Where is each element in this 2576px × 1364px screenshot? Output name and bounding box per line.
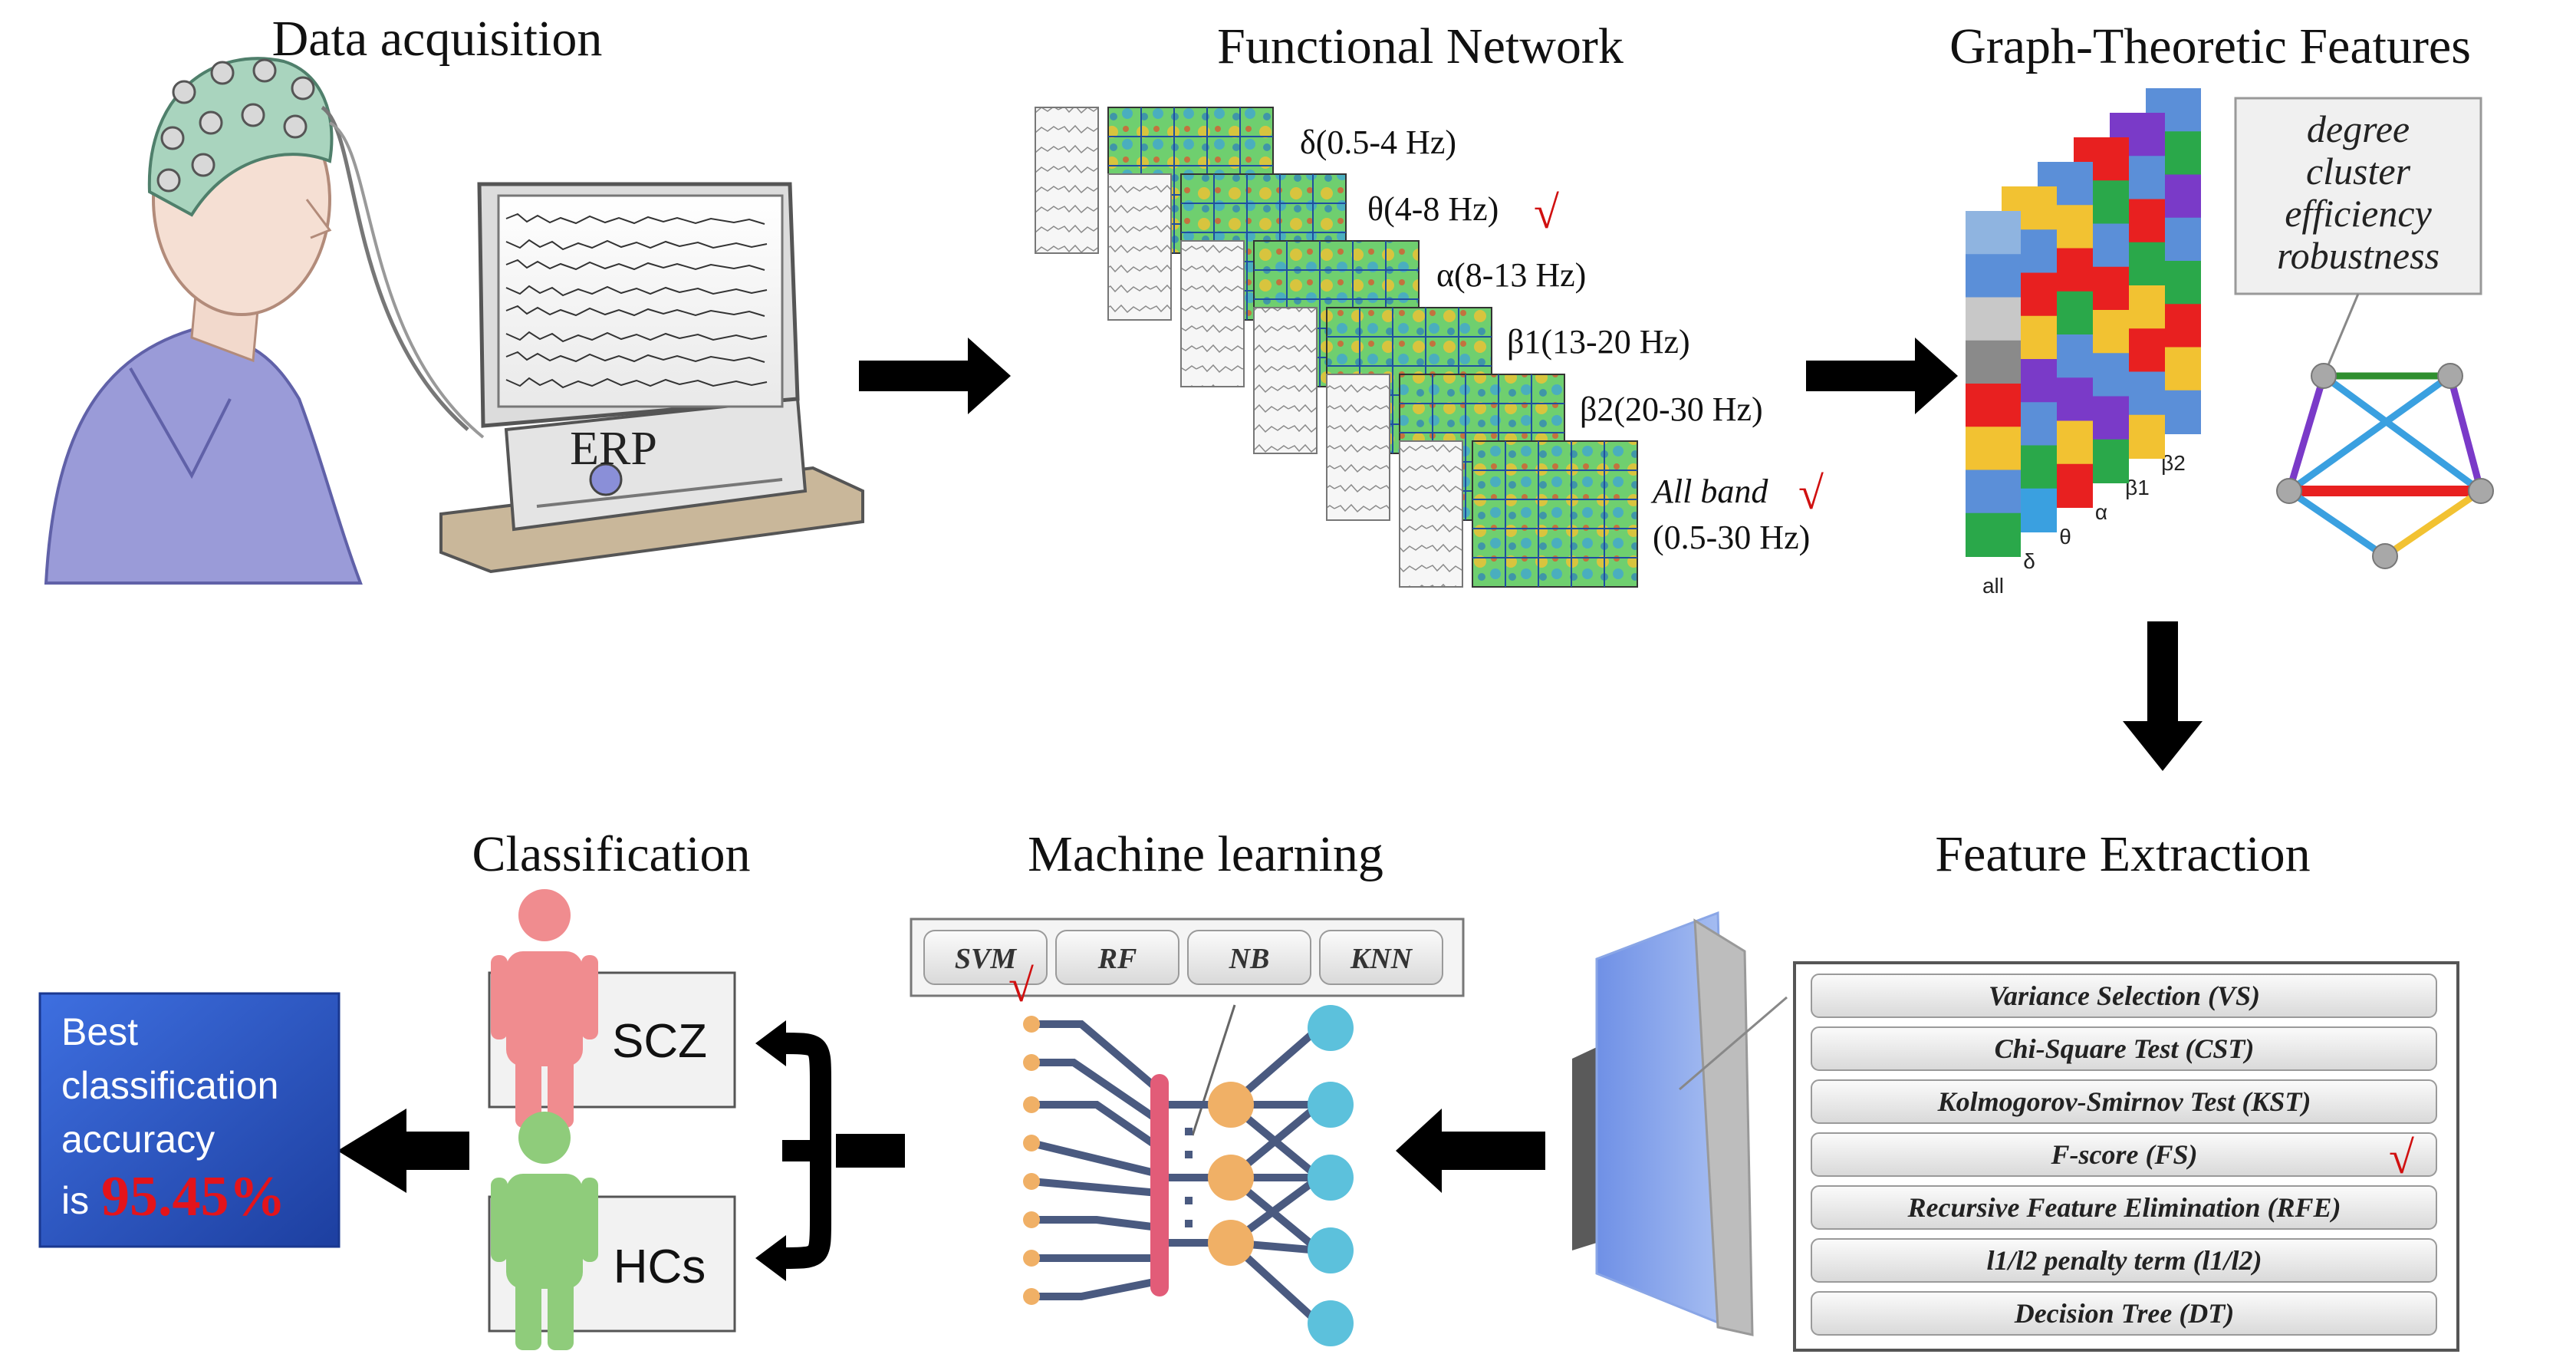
arrow-to-hcs (755, 1235, 786, 1281)
arrow-to-scz (755, 1020, 786, 1066)
band-labels: δ(0.5-4 Hz) θ(4-8 Hz) √ α(8-13 Hz) β1(13… (1300, 124, 1824, 556)
arrow-acq-to-network (859, 338, 1011, 414)
feature-method-check: √ (2389, 1132, 2414, 1183)
functional-network-title: Functional Network (1217, 18, 1624, 74)
graph-column-1: δ (2002, 186, 2057, 573)
scz-class-card: SCZ (488, 889, 736, 1128)
feature-method-row-2[interactable]: Kolmogorov-Smirnov Test (KST) (1811, 1079, 2437, 1124)
hcs-label: HCs (614, 1240, 706, 1293)
ml-model-rf[interactable]: RF (1055, 930, 1179, 985)
all-band-label: All band (1650, 473, 1768, 510)
graph-column-label-0: all (1982, 574, 2004, 598)
feature-method-label: F-score (FS) (2051, 1139, 2198, 1170)
person-illustration (44, 57, 485, 585)
band-label-delta: δ(0.5-4 Hz) (1300, 124, 1456, 161)
graph-network-icon (2276, 363, 2494, 569)
ml-model-label: RF (1097, 943, 1137, 975)
all-band-check: √ (1798, 468, 1824, 519)
arrow-graph-to-extraction (2123, 621, 2203, 771)
best-line-4-prefix: is (61, 1179, 89, 1222)
feature-method-row-4[interactable]: Recursive Feature Elimination (RFE) (1811, 1185, 2437, 1230)
graph-column-label-4: β1 (2125, 476, 2150, 499)
band-label-beta1: β1(13-20 Hz) (1507, 323, 1690, 361)
graph-column-label-3: α (2095, 500, 2107, 524)
best-accuracy-box: Best classification accuracy is 95.45% (38, 992, 341, 1248)
ml-model-label: NB (1229, 943, 1270, 975)
feature-method-row-1[interactable]: Chi-Square Test (CST) (1811, 1026, 2437, 1071)
feature-method-label: Decision Tree (DT) (2014, 1298, 2235, 1329)
ml-model-label: SVM (955, 943, 1017, 975)
feature-extraction-title: Feature Extraction (1935, 826, 2310, 882)
graph-features-title: Graph-Theoretic Features (1949, 18, 2471, 74)
computer-illustration: ERP (439, 182, 864, 574)
best-line-1: Best (61, 1010, 138, 1053)
neural-network-illustration (1023, 1004, 1354, 1346)
arrow-ml-to-classification (836, 1134, 905, 1168)
data-acquisition-title: Data acquisition (272, 11, 603, 67)
graph-feature-efficiency: efficiency (2285, 192, 2432, 235)
glass-panel-illustration (1572, 911, 1788, 1336)
power-button-icon (589, 463, 623, 496)
arrow-classification-to-result (337, 1109, 469, 1193)
best-accuracy-value: 95.45% (101, 1165, 286, 1228)
ml-model-toolbar: SVM√ RF NB KNN (910, 918, 1465, 1011)
feature-method-row-3[interactable]: F-score (FS) √ (1811, 1132, 2437, 1183)
band-check-theta: √ (1534, 187, 1559, 238)
scz-label: SCZ (612, 1015, 707, 1068)
band-label-alpha: α(8-13 Hz) (1436, 256, 1586, 294)
feature-method-label: l1/l2 penalty term (l1/l2) (1987, 1245, 2262, 1276)
ml-model-knn[interactable]: KNN (1319, 930, 1443, 985)
arrow-extraction-to-ml (1396, 1109, 1545, 1193)
scz-person-icon (491, 889, 598, 1128)
feature-selection-panel: Variance Selection (VS) Chi-Square Test (… (1793, 961, 2459, 1352)
network-slice-5 (1399, 440, 1638, 588)
hcs-class-card: HCs (488, 1112, 736, 1350)
hcs-person-icon (491, 1112, 598, 1350)
ml-model-svm[interactable]: SVM√ (923, 930, 1048, 1011)
feature-method-label: Kolmogorov-Smirnov Test (KST) (1937, 1086, 2311, 1117)
class-bracket (781, 1033, 831, 1269)
feature-method-row-0[interactable]: Variance Selection (VS) (1811, 974, 2437, 1018)
band-label-beta2: β2(20-30 Hz) (1580, 390, 1763, 428)
graph-column-label-5: β2 (2161, 451, 2186, 475)
feature-method-label: Recursive Feature Elimination (RFE) (1907, 1192, 2341, 1223)
graph-feature-box: degree cluster efficiency robustness (2234, 97, 2482, 377)
graph-column-label-2: θ (2059, 525, 2071, 549)
graph-feature-degree: degree (2307, 107, 2410, 150)
band-label-theta: θ(4-8 Hz) (1367, 190, 1499, 228)
best-line-3: accuracy (61, 1118, 215, 1161)
graph-column-label-1: δ (2023, 549, 2035, 573)
graph-feature-robustness: robustness (2277, 234, 2439, 277)
feature-method-row-5[interactable]: l1/l2 penalty term (l1/l2) (1811, 1238, 2437, 1283)
ml-model-nb[interactable]: NB (1187, 930, 1311, 985)
arrow-network-to-graph (1806, 338, 1958, 414)
ml-model-label: KNN (1350, 943, 1413, 975)
ml-model-check: √ (1008, 960, 1034, 1011)
eeg-screen (497, 194, 784, 408)
erp-label: ERP (570, 423, 657, 475)
functional-network-stack (1035, 107, 1638, 588)
machine-learning-title: Machine learning (1028, 826, 1383, 882)
all-band-range: (0.5-30 Hz) (1653, 519, 1810, 556)
graph-column-0: all (1966, 211, 2021, 598)
classification-title: Classification (472, 826, 751, 882)
flow-arrows (337, 338, 2203, 1193)
feature-method-row-6[interactable]: Decision Tree (DT) (1811, 1291, 2437, 1336)
best-line-2: classification (61, 1064, 278, 1107)
graph-feature-cluster: cluster (2306, 150, 2411, 193)
feature-method-label: Chi-Square Test (CST) (1995, 1033, 2255, 1064)
feature-method-label: Variance Selection (VS) (1989, 980, 2260, 1011)
